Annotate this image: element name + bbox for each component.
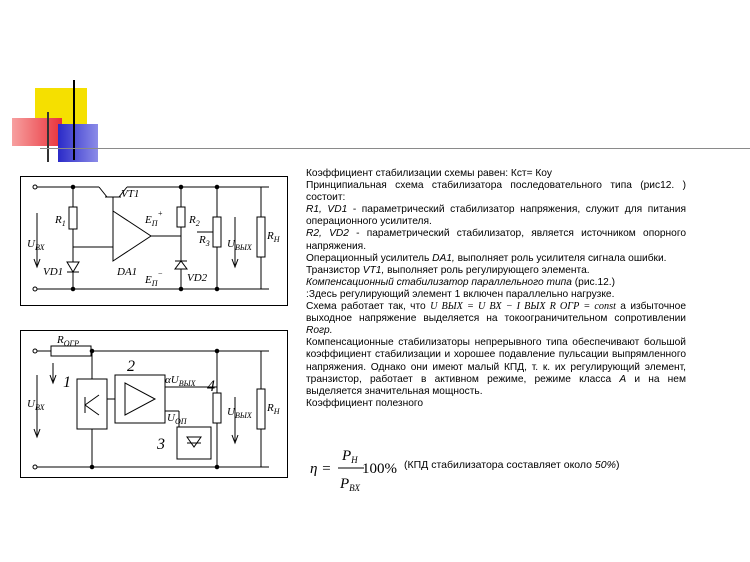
paragraph-vt1: Транзистор VT1, выполняет роль регулирую… [306, 264, 590, 276]
paragraph-works: Схема работает так, что U ВЫХ = U ВХ − I… [306, 301, 687, 337]
paragraph-parallel-element: :Здесь регулирующий элемент 1 включен па… [306, 288, 615, 300]
label-vd1: VD1 [43, 266, 63, 278]
paragraph-da1: Операционный усилитель DA1, выполняет ро… [306, 252, 667, 264]
parallel-stabilizer-schematic: RОГР 1 2 3 4 UВХ UВЫХ αUВЫХ UОП RН [27, 334, 281, 470]
label-rogr: RОГР [56, 334, 79, 348]
eq-eta: η = [310, 461, 331, 477]
label-ubx: UВХ [27, 238, 46, 252]
title-rule [40, 148, 750, 149]
eq-pn: PН [341, 448, 358, 465]
label-uop: UОП [167, 412, 188, 426]
paragraph-continuous: Компенсационные стабилизаторы непрерывно… [306, 337, 686, 397]
paragraph-coefficient: Коэффициент стабилизации схемы равен: Кс… [306, 168, 552, 179]
paragraph-principal-scheme: Принципиальная схема стабилизатора после… [306, 180, 686, 204]
label-rn: RН [266, 230, 281, 244]
body-text: Коэффициент стабилизации схемы равен: Кс… [306, 168, 686, 410]
deco-vertical-line [73, 80, 75, 160]
diagram-parallel-stabilizer: RОГР 1 2 3 4 UВХ UВЫХ αUВЫХ UОП RН [20, 330, 288, 478]
efficiency-formula: η = PН PВХ 100% (КПД стабилизатора соста… [308, 446, 688, 493]
deco-red-square [12, 118, 62, 146]
paragraph-r1-vd1: R1, VD1 - параметрический стабилизатор н… [306, 204, 686, 228]
label-vt1: VT1 [121, 188, 139, 200]
label-alpha-uvyh: αUВЫХ [165, 374, 197, 388]
diagram-series-stabilizer: VT1 R1 R2 R3 RН UВХ UВЫХ VD1 VD2 DA1 EП+… [20, 176, 288, 306]
deco-blue-square [58, 124, 98, 162]
deco-vertical-line-2 [47, 112, 49, 162]
label-block-3: 3 [156, 436, 165, 453]
label-uvyh-2: UВЫХ [227, 406, 253, 420]
label-da1: DA1 [116, 266, 137, 278]
label-ubx-2: UВХ [27, 398, 46, 412]
label-r3: R3 [198, 234, 210, 248]
eq-100: 100% [362, 461, 397, 477]
label-uvyh: UВЫХ [227, 238, 253, 252]
label-r1: R1 [54, 214, 66, 228]
paragraph-parallel-type: Компенсационный стабилизатор параллельно… [306, 276, 615, 288]
series-stabilizer-schematic: VT1 R1 R2 R3 RН UВХ UВЫХ VD1 VD2 DA1 EП+… [27, 184, 281, 292]
label-ep-minus: EП− [144, 269, 163, 288]
label-ep-plus: EП+ [144, 209, 163, 228]
label-r2: R2 [188, 214, 200, 228]
eq-pbx: PВХ [339, 476, 360, 492]
paragraph-efficiency: Коэффициент полезного [306, 397, 424, 409]
label-vd2: VD2 [187, 272, 208, 284]
label-block-4: 4 [207, 378, 215, 395]
eq-note: (КПД стабилизатора составляет около 50%) [404, 459, 619, 471]
label-rn-2: RН [266, 402, 281, 416]
paragraph-r2-vd2: R2, VD2 - параметрический стабилизатор, … [306, 228, 686, 252]
label-block-2: 2 [127, 358, 135, 375]
label-block-1: 1 [63, 374, 71, 391]
efficiency-formula-svg: η = PН PВХ 100% (КПД стабилизатора соста… [310, 448, 619, 493]
